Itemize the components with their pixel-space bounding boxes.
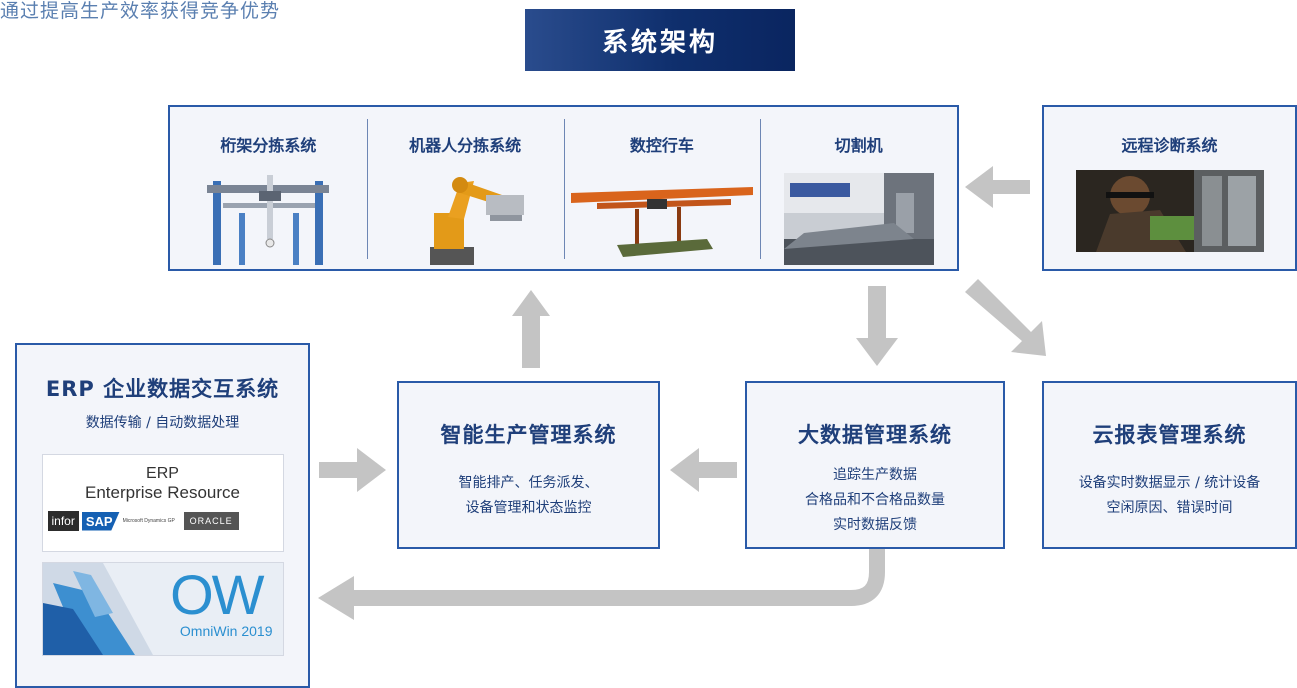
erp-title: ERP 企业数据交互系统 — [45, 377, 280, 401]
infor-logo: infor — [47, 511, 79, 531]
erp-logo-line2: Enterprise Resource — [85, 483, 240, 502]
smart-production-line: 设备管理和状态监控 — [465, 500, 592, 516]
smart-production-title: 智能生产管理系统 — [440, 423, 617, 447]
page-title: 系统架构 — [525, 9, 795, 71]
cnc-crane-image — [570, 173, 753, 265]
equipment-label: 切割机 — [834, 136, 883, 155]
robot-sorting-image — [390, 173, 540, 265]
bigdata-line: 追踪生产数据 — [833, 467, 917, 483]
erp-subtitle: 数据传输 / 自动数据处理 — [85, 415, 240, 431]
microsoft-dynamics-logo: Microsoft Dynamics GP — [122, 518, 175, 524]
equipment-robot-sorting: 机器人分拣系统 — [366, 107, 564, 269]
gantry-sorting-image — [193, 173, 343, 265]
cloud-report-title: 云报表管理系统 — [1092, 423, 1247, 447]
erp-vendor-logos: infor SAP Microsoft Dynamics GP ORACLE — [47, 509, 278, 533]
smart-production-panel: 智能生产管理系统 智能排产、任务派发、 设备管理和状态监控 — [397, 381, 660, 549]
equipment-label: 机器人分拣系统 — [409, 136, 522, 155]
bigdata-line: 合格品和不合格品数量 — [805, 492, 945, 508]
smart-production-line: 智能排产、任务派发、 — [458, 475, 599, 491]
oracle-logo: ORACLE — [183, 512, 239, 530]
equipment-label: 数控行车 — [629, 136, 694, 155]
bigdata-title: 大数据管理系统 — [798, 423, 952, 447]
cloud-report-line: 空闲原因、错误时间 — [1106, 500, 1233, 516]
cloud-report-panel: 云报表管理系统 设备实时数据显示 / 统计设备 空闲原因、错误时间 — [1042, 381, 1297, 549]
cloud-report-line: 设备实时数据显示 / 统计设备 — [1078, 475, 1261, 491]
arrow-bigdata-to-erp — [352, 549, 885, 606]
erp-logo-line1: ERP — [146, 465, 179, 482]
omniwin-mark: OW — [170, 563, 264, 626]
bigdata-panel: 大数据管理系统 追踪生产数据 合格品和不合格品数量 实时数据反馈 — [745, 381, 1005, 549]
equipment-panel: 桁架分拣系统 机器人分拣系统 — [168, 105, 959, 271]
omniwin-graphic — [42, 563, 153, 655]
bigdata-line: 实时数据反馈 — [833, 517, 917, 533]
remote-diagnosis-label: 远程诊断系统 — [1121, 136, 1218, 155]
sap-logo: SAP — [81, 511, 120, 531]
arrow-erp-to-smart — [319, 448, 386, 492]
arrow-smart-to-equipment — [512, 290, 550, 368]
erp-panel: ERP 企业数据交互系统 数据传输 / 自动数据处理 ERP Enterpris… — [15, 343, 310, 688]
arrow-bigdata-to-smart — [670, 448, 737, 492]
tagline: 通过提高生产效率获得竞争优势 — [0, 0, 281, 22]
equipment-gantry-sorting: 桁架分拣系统 — [170, 107, 367, 269]
erp-logo-card: ERP Enterprise Resource infor SAP Micros… — [41, 454, 284, 552]
equipment-cutting-machine: 切割机 — [760, 107, 957, 269]
equipment-cnc-crane: 数控行车 — [563, 107, 761, 269]
arrow-equipment-to-cloud — [965, 279, 1046, 356]
arrow-equipment-to-bigdata — [856, 286, 898, 366]
cutting-machine-image — [783, 173, 934, 265]
omniwin-card: OW OmniWin 2019 — [41, 562, 284, 656]
remote-diagnosis-image — [1075, 170, 1264, 252]
arrow-remote-to-equipment — [965, 166, 1030, 208]
remote-diagnosis-panel: 远程诊断系统 — [1042, 105, 1297, 271]
omniwin-name: OmniWin 2019 — [179, 623, 273, 639]
equipment-label: 桁架分拣系统 — [220, 136, 317, 155]
